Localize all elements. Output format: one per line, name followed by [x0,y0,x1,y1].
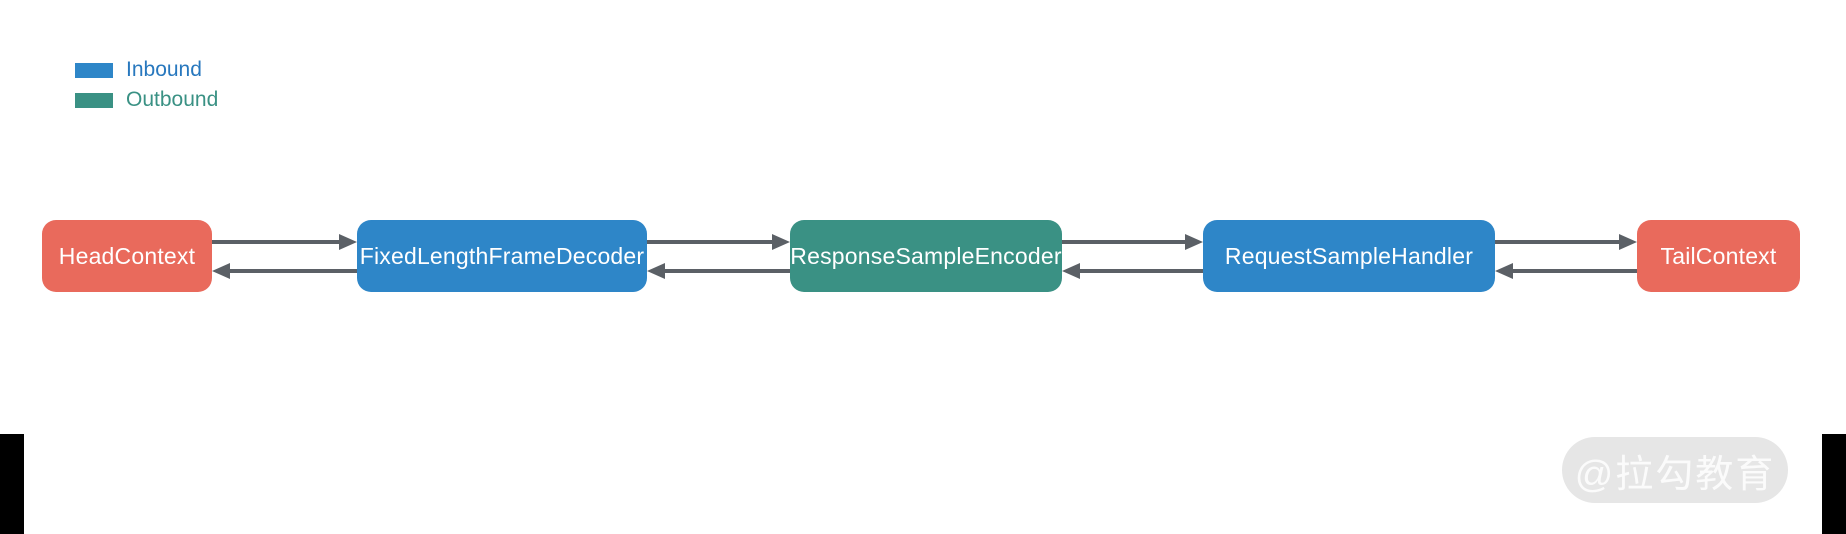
arrow-inbound-ResponseSampleEncoder-to-RequestSampleHandler [1062,234,1203,250]
pipeline-node-FixedLengthFrameDecoder: FixedLengthFrameDecoder [357,220,647,292]
pipeline-node-HeadContext: HeadContext [42,220,212,292]
right-black-bar [1822,434,1846,534]
arrow-outbound-TailContext-to-RequestSampleHandler [1495,263,1637,279]
left-black-bar [0,434,24,534]
pipeline-node-ResponseSampleEncoder: ResponseSampleEncoder [790,220,1062,292]
legend-label-outbound: Outbound [126,88,219,111]
pipeline-node-TailContext: TailContext [1637,220,1800,292]
arrow-inbound-RequestSampleHandler-to-TailContext [1495,234,1637,250]
legend: Inbound Outbound [75,58,219,120]
arrow-outbound-FixedLengthFrameDecoder-to-HeadContext [212,263,357,279]
watermark-badge: @拉勾教育 [1562,437,1788,503]
pipeline-node-RequestSampleHandler: RequestSampleHandler [1203,220,1495,292]
arrow-outbound-RequestSampleHandler-to-ResponseSampleEncoder [1062,263,1203,279]
legend-label-inbound: Inbound [126,58,202,81]
inbound-color-swatch [75,62,113,78]
outbound-color-swatch [75,92,113,108]
arrow-inbound-FixedLengthFrameDecoder-to-ResponseSampleEncoder [647,234,790,250]
legend-item-outbound: Outbound [75,88,219,111]
arrow-outbound-ResponseSampleEncoder-to-FixedLengthFrameDecoder [647,263,790,279]
legend-item-inbound: Inbound [75,58,218,81]
arrow-inbound-HeadContext-to-FixedLengthFrameDecoder [212,234,357,250]
